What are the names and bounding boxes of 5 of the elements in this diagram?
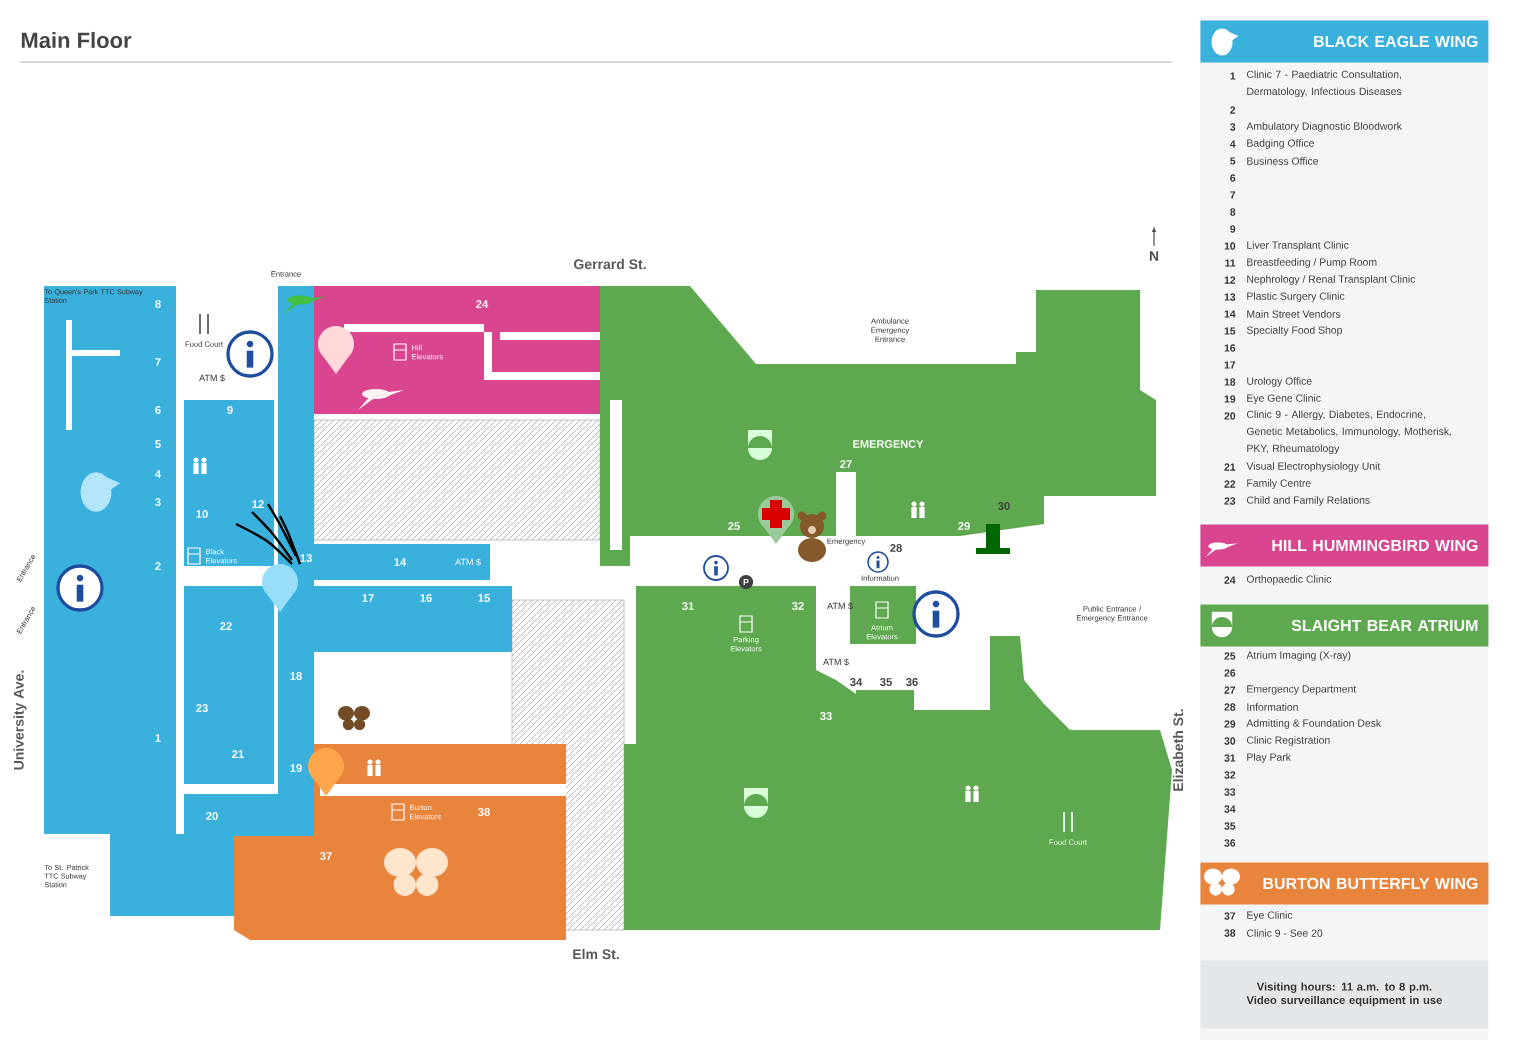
wing-header: BLACK EAGLE WING	[1200, 20, 1489, 63]
wing-header: HILL HUMMINGBIRD WING	[1200, 524, 1489, 567]
wing-header: SLAIGHT BEAR ATRIUM	[1200, 604, 1489, 647]
wing-header: BURTON BUTTERFLY WING	[1200, 862, 1489, 905]
page-title: Main Floor	[21, 31, 132, 49]
